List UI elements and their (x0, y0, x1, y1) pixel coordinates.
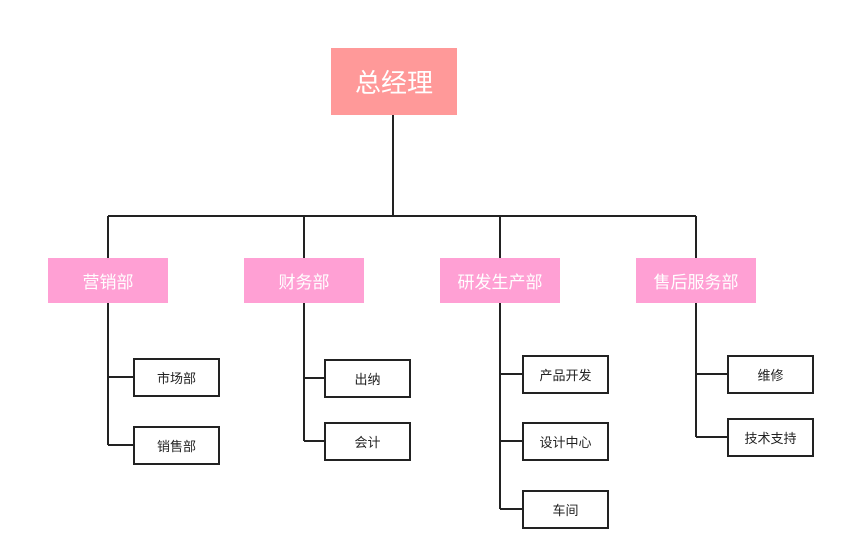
accounting-unit-label: 会计 (354, 436, 381, 451)
cashier-unit-label: 出纳 (354, 373, 381, 388)
design-center-unit-label: 设计中心 (539, 436, 592, 451)
tech-support-unit-label: 技术支持 (744, 432, 797, 447)
after-sales-department-node: 售后服务部 (636, 258, 756, 303)
design-center-unit-node: 设计中心 (522, 422, 609, 461)
rnd-production-department-node: 研发生产部 (440, 258, 560, 303)
product-development-unit-label: 产品开发 (539, 369, 592, 384)
workshop-unit-label: 车间 (552, 504, 579, 519)
general-manager-label: 总经理 (354, 69, 433, 99)
tech-support-unit-node: 技术支持 (727, 418, 814, 457)
product-development-unit-node: 产品开发 (522, 355, 609, 394)
marketing-department-label: 营销部 (82, 273, 134, 293)
sales-unit-node: 销售部 (133, 426, 220, 465)
accounting-unit-node: 会计 (324, 422, 411, 461)
workshop-unit-node: 车间 (522, 490, 609, 529)
market-unit-label: 市场部 (156, 372, 196, 387)
repair-unit-label: 维修 (757, 369, 784, 384)
finance-department-label: 财务部 (278, 273, 330, 293)
market-unit-node: 市场部 (133, 358, 220, 397)
cashier-unit-node: 出纳 (324, 359, 411, 398)
sales-unit-label: 销售部 (156, 440, 196, 455)
general-manager-node: 总经理 (331, 48, 457, 115)
marketing-department-node: 营销部 (48, 258, 168, 303)
finance-department-node: 财务部 (244, 258, 364, 303)
repair-unit-node: 维修 (727, 355, 814, 394)
after-sales-department-label: 售后服务部 (653, 273, 739, 293)
rnd-production-department-label: 研发生产部 (457, 273, 543, 293)
